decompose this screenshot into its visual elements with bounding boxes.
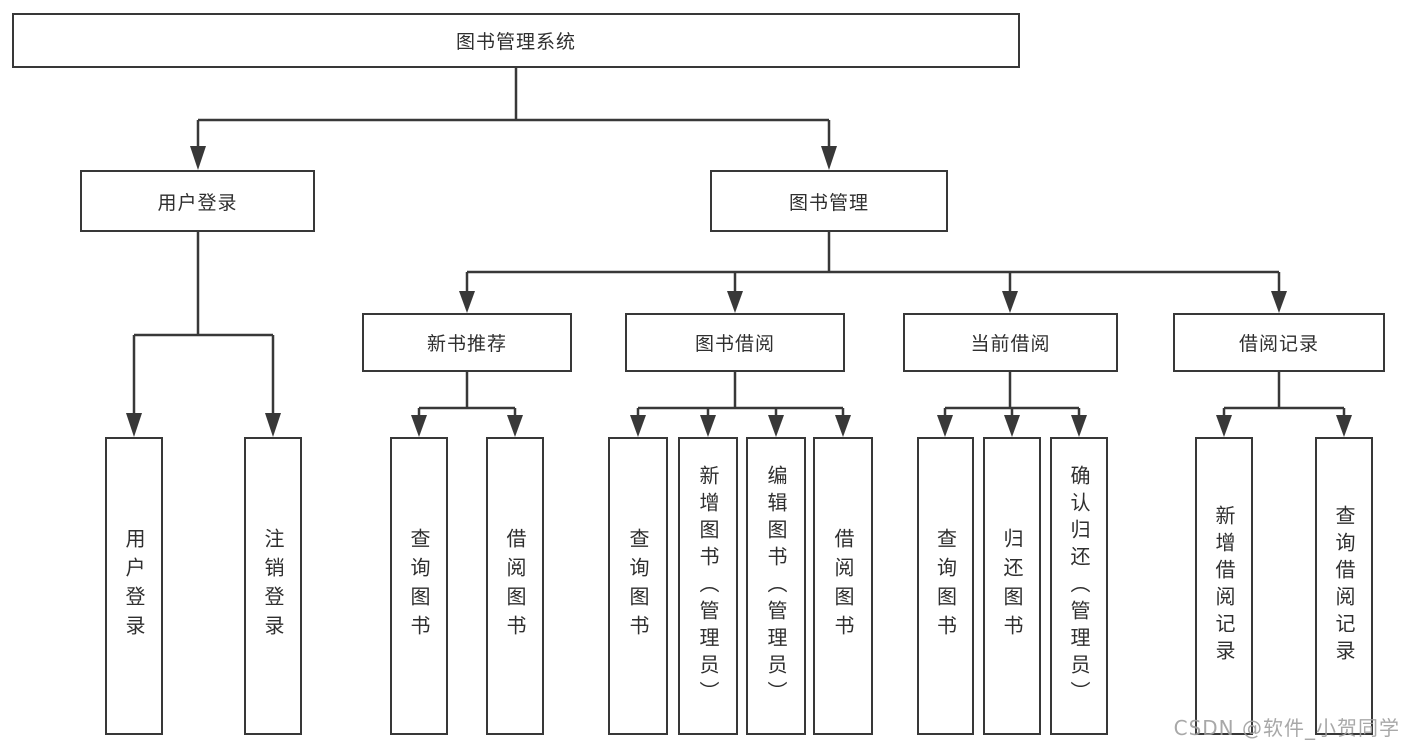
leaf-current-query-books: 查询图书 [917,437,974,735]
node-user-login: 用户登录 [80,170,315,232]
node-book-borrow: 图书借阅 [625,313,845,372]
leaf-borrow-add-books-admin: 新增图书（管理员） [678,437,738,735]
leaf-borrow-edit-books-admin: 编辑图书（管理员） [746,437,806,735]
arrowheads [126,146,1352,437]
leaf-current-return-books: 归还图书 [983,437,1041,735]
leaf-newbook-borrow-books: 借阅图书 [486,437,544,735]
node-current-borrow: 当前借阅 [903,313,1118,372]
leaf-borrow-borrow-books: 借阅图书 [813,437,873,735]
leaf-newbook-query-books: 查询图书 [390,437,448,735]
leaf-user-login: 用户登录 [105,437,163,735]
leaf-logout: 注销登录 [244,437,302,735]
connector-paths [132,68,1346,420]
node-root-system: 图书管理系统 [12,13,1020,68]
leaf-records-query-record: 查询借阅记录 [1315,437,1373,735]
leaf-current-confirm-return-admin: 确认归还（管理员） [1050,437,1108,735]
csdn-watermark: CSDN @软件_小贺同学 [1173,716,1400,740]
leaf-records-add-record: 新增借阅记录 [1195,437,1253,735]
leaf-borrow-query-books: 查询图书 [608,437,668,735]
node-new-book-recommend: 新书推荐 [362,313,572,372]
node-book-management: 图书管理 [710,170,948,232]
node-borrow-records: 借阅记录 [1173,313,1385,372]
